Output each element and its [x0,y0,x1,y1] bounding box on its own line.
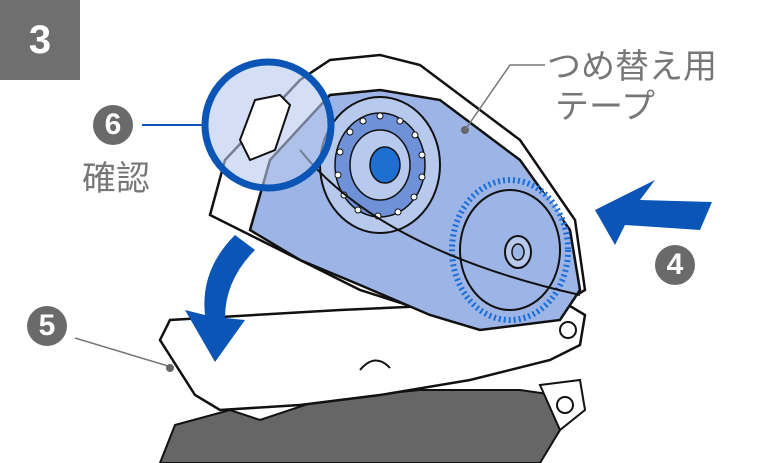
confirm-label: 確認 [82,159,150,199]
callout-4-badge: 4 [655,245,695,285]
callout-6-badge: 6 [93,105,133,145]
push-left-arrow [595,180,712,245]
refill-tape-label-line2: テープ [555,87,655,127]
dispenser-base [158,389,562,463]
callout-5-badge: 5 [27,306,67,346]
refill-callout-line [464,64,545,131]
step-number-badge: 3 [0,0,80,80]
refill-tape-label-line1: つめ替え用 [547,47,717,87]
rotate-down-arrow [185,235,255,362]
callout-5-line [74,337,169,367]
